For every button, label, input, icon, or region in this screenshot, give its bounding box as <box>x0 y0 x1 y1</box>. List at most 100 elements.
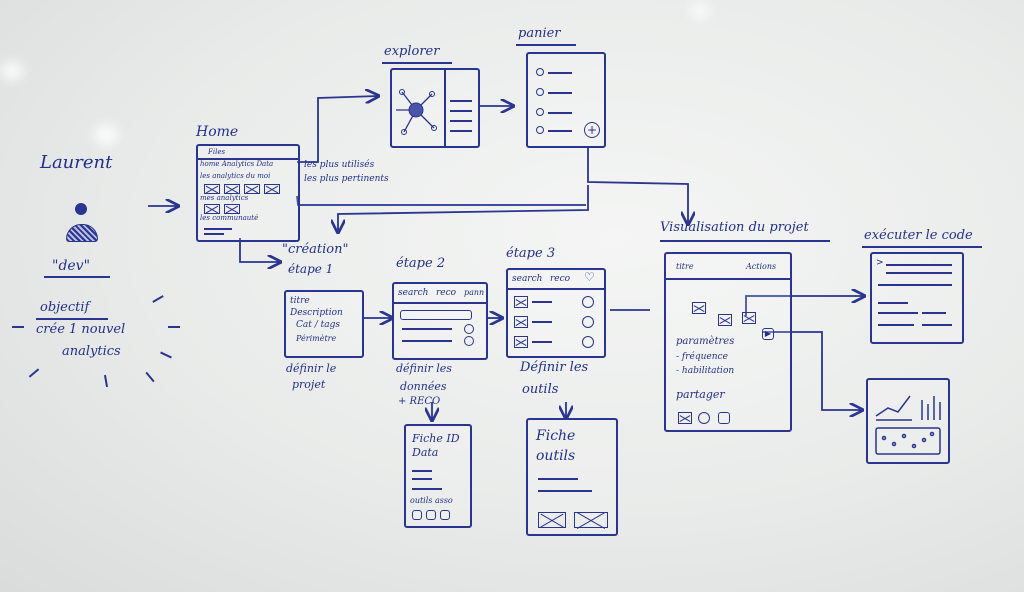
media-thumb <box>538 512 566 528</box>
share-user-icon[interactable] <box>718 412 730 424</box>
step3-tab-reco[interactable]: reco <box>550 274 571 284</box>
vis-param2: - habilitation <box>676 366 735 376</box>
play-icon[interactable]: ▶ <box>762 328 774 340</box>
step2-caption3: + RECO <box>398 396 441 407</box>
tool-thumb <box>514 336 528 348</box>
creation-caption1: définir le <box>286 362 337 375</box>
step2-tab-reco[interactable]: reco <box>436 288 457 298</box>
step2-search-field[interactable] <box>400 310 472 320</box>
step2-tab-search[interactable]: search <box>398 288 429 298</box>
home-thumb <box>244 184 260 194</box>
home-thumb <box>204 184 220 194</box>
home-title: Home <box>196 124 239 140</box>
fiche-data-line <box>412 478 432 480</box>
fiche-outils-line <box>538 478 578 480</box>
step2-tab-divider <box>394 302 486 304</box>
checkbox-icon[interactable] <box>464 324 474 334</box>
panier-list-line <box>548 112 572 114</box>
fiche-outils-line <box>538 490 592 492</box>
code-line <box>878 324 914 326</box>
arrow-vis-chart <box>762 331 862 410</box>
explorer-vdivider <box>444 70 446 146</box>
share-mail-icon[interactable] <box>678 412 692 424</box>
add-icon[interactable] <box>582 316 594 328</box>
home-note-line2: les plus pertinents <box>304 174 389 184</box>
vis-param-title: paramètres <box>676 336 735 347</box>
list-bullet-icon <box>536 88 544 96</box>
code-line <box>886 264 952 266</box>
fiche-outils-title1: Fiche <box>536 428 576 444</box>
explorer-underline <box>382 62 452 64</box>
step3-wireframe: search reco ♡ <box>506 268 606 358</box>
step2-tab-panier[interactable]: pann <box>464 288 485 297</box>
visualisation-underline <box>660 240 830 242</box>
emphasis-ray <box>168 326 180 328</box>
checkbox-icon[interactable] <box>464 336 474 346</box>
panier-wireframe: + <box>526 52 606 148</box>
home-files-label: Files <box>208 148 226 156</box>
explorer-list-line <box>450 130 472 132</box>
fiche-outils-card: Fiche outils <box>526 418 618 536</box>
panier-list-line <box>548 72 572 74</box>
creation-field-tags: Cat / tags <box>296 320 340 330</box>
step3-list-line <box>532 341 552 343</box>
add-icon[interactable]: + <box>584 122 600 138</box>
add-icon[interactable] <box>582 296 594 308</box>
light-glare <box>94 125 118 145</box>
objective-line1: crée 1 nouvel <box>36 322 126 337</box>
step3-list-line <box>532 301 552 303</box>
creation-wireframe: titre Description Cat / tags Périmètre <box>284 290 364 358</box>
step2-caption1: définir les <box>396 362 452 375</box>
home-row3: les communauté <box>200 214 259 222</box>
favorite-icon[interactable]: ♡ <box>584 270 595 284</box>
home-thumb <box>224 204 240 214</box>
home-row1: les analytics du moi <box>200 172 271 180</box>
panier-underline <box>516 44 576 46</box>
light-glare <box>690 4 710 18</box>
tool-thumb <box>514 296 528 308</box>
persona-head-icon <box>75 203 87 215</box>
creation-title: "création" <box>282 242 349 257</box>
fiche-data-footer: outils asso <box>410 496 453 505</box>
creation-field-title: titre <box>290 296 310 306</box>
flow-node <box>742 312 756 324</box>
step3-tab-search[interactable]: search <box>512 274 543 284</box>
list-bullet-icon <box>536 126 544 134</box>
tool-square <box>412 510 422 520</box>
code-line <box>886 272 952 274</box>
step3-caption1: Définir les <box>520 360 589 375</box>
share-link-icon[interactable] <box>698 412 710 424</box>
visualisation-wireframe: titre Actions ▶ paramètres - fréquence -… <box>664 252 792 432</box>
arrow-vis-execute <box>745 296 864 316</box>
code-line <box>922 324 952 326</box>
panier-title: panier <box>518 26 561 41</box>
vis-actions-label[interactable]: Actions <box>746 262 777 271</box>
fiche-data-title2: Data <box>412 446 439 459</box>
flow-node <box>692 302 706 314</box>
tool-square <box>440 510 450 520</box>
home-tabs: home Analytics Data <box>200 160 274 168</box>
step3-list-line <box>532 321 552 323</box>
execute-underline <box>862 246 982 248</box>
arrow-home-visualisation <box>296 195 586 206</box>
chart-output-wireframe <box>866 378 950 464</box>
home-row2: mes analytics <box>200 194 249 202</box>
vis-top-divider <box>666 278 790 280</box>
tool-thumb <box>514 316 528 328</box>
prompt-icon: > <box>876 258 884 268</box>
chart-sketch-icon <box>875 395 941 455</box>
persona-name: Laurent <box>40 152 113 173</box>
home-wireframe: Files home Analytics Data les analytics … <box>196 144 300 242</box>
fiche-data-line <box>412 488 442 490</box>
code-line <box>922 312 946 314</box>
execute-title: exécuter le code <box>864 228 973 243</box>
fiche-data-card: Fiche ID Data outils asso <box>404 424 472 528</box>
home-thumb <box>204 204 220 214</box>
list-bullet-icon <box>536 108 544 116</box>
step2-title: étape 2 <box>396 256 446 271</box>
objective-underline <box>36 318 108 320</box>
add-icon[interactable] <box>582 336 594 348</box>
creation-field-description: Description <box>290 308 343 318</box>
tool-square <box>426 510 436 520</box>
